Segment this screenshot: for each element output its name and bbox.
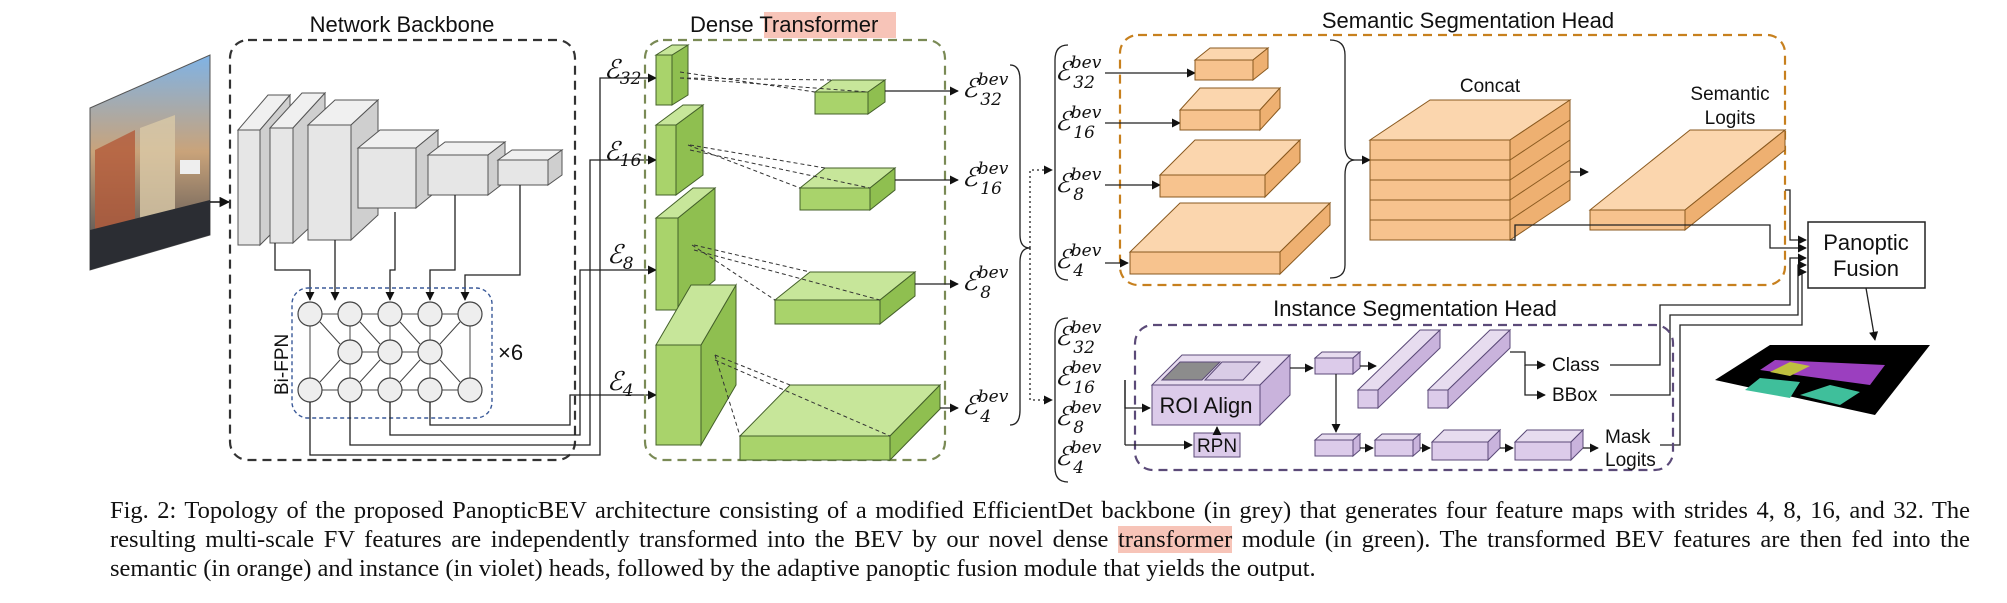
transformer-blocks bbox=[654, 44, 942, 462]
semantic-logits-block bbox=[1588, 128, 1787, 232]
caption-suffix: module (in green). The transformed BEV f… bbox=[110, 526, 1971, 582]
repeat-label: ×6 bbox=[498, 340, 523, 365]
architecture-diagram: Network Backbone Bi-FPN ×6 bbox=[89, 8, 1930, 483]
panoptic-fusion-box bbox=[1807, 221, 1926, 289]
svg-text:ℰ32: ℰ32 bbox=[604, 55, 641, 89]
rpn-label: RPN bbox=[1197, 436, 1237, 457]
fpn-output-lines bbox=[309, 73, 657, 456]
panoptic-label-2: Fusion bbox=[1833, 256, 1899, 281]
svg-text:ℰ4: ℰ4 bbox=[607, 367, 634, 401]
network-backbone-box bbox=[228, 38, 577, 462]
network-backbone-title: Network Backbone bbox=[310, 12, 495, 37]
roi-align-label: ROI Align bbox=[1160, 393, 1253, 418]
transformer-dashed-projections bbox=[679, 71, 891, 437]
dense-transformer-title: Dense Transformer bbox=[690, 12, 878, 37]
bifpn-nodes bbox=[297, 301, 483, 403]
backbone-blocks bbox=[236, 91, 564, 247]
fv-feature-labels: ℰ32 ℰ16 ℰ8 ℰ4 bbox=[604, 55, 642, 401]
mask-logits-label-1: Mask bbox=[1605, 427, 1651, 448]
bifpn-edges bbox=[309, 313, 471, 391]
semantic-blocks bbox=[1128, 46, 1332, 276]
semantic-head-title: Semantic Segmentation Head bbox=[1322, 8, 1614, 33]
figure-caption: Fig. 2: Topology of the proposed Panopti… bbox=[110, 496, 1970, 583]
caption-highlight: transformer bbox=[1117, 526, 1233, 553]
semantic-input-arrows bbox=[1105, 68, 1196, 268]
instance-flow-arrows bbox=[1290, 351, 1599, 453]
bev-dotted-links bbox=[1029, 165, 1053, 405]
semantic-logits-label-2: Logits bbox=[1705, 108, 1756, 129]
semantic-input-brace bbox=[1054, 44, 1069, 281]
input-image bbox=[89, 54, 211, 271]
panoptic-label-1: Panoptic bbox=[1823, 230, 1909, 255]
semantic-logits-label-1: Semantic bbox=[1690, 84, 1769, 105]
fusion-input-lines bbox=[1510, 189, 1807, 446]
instance-input-lines bbox=[1124, 380, 1193, 450]
dense-transformer-box bbox=[643, 38, 947, 462]
concat-brace bbox=[1329, 39, 1356, 279]
bev-brace bbox=[1009, 64, 1031, 426]
transformer-output-arrows bbox=[885, 86, 959, 413]
mask-logits-label-2: Logits bbox=[1605, 450, 1656, 471]
instance-head-title: Instance Segmentation Head bbox=[1273, 296, 1557, 321]
bifpn-label: Bi-FPN bbox=[272, 334, 293, 395]
instance-head-box bbox=[1133, 323, 1675, 472]
roi-align-block bbox=[1150, 353, 1292, 427]
bbox-label: BBox bbox=[1552, 385, 1598, 406]
class-label: Class bbox=[1552, 355, 1600, 376]
instance-blocks bbox=[1313, 328, 1585, 462]
bifpn-box bbox=[291, 287, 493, 419]
concat-block bbox=[1368, 99, 1572, 241]
caption-prefix: Fig. 2: Topology of the proposed Panopti… bbox=[110, 497, 1970, 553]
svg-text:ℰ16: ℰ16 bbox=[604, 137, 642, 171]
panoptic-output-image bbox=[1715, 345, 1930, 415]
concat-label: Concat bbox=[1460, 76, 1521, 97]
svg-text:ℰ8: ℰ8 bbox=[607, 240, 634, 274]
instance-input-brace bbox=[1054, 317, 1069, 483]
backbone-connectors bbox=[274, 185, 521, 301]
